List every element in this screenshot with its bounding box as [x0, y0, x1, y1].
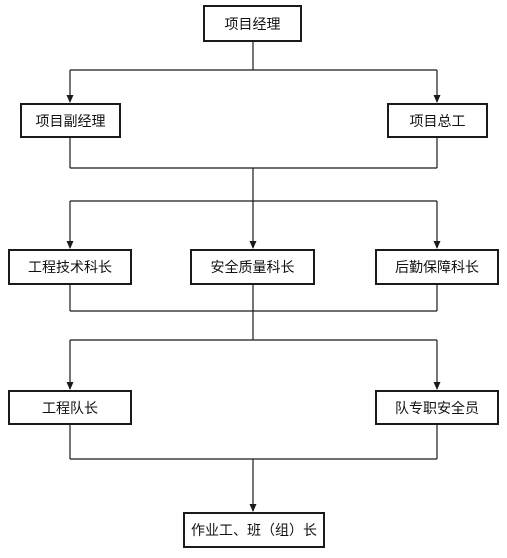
node-label: 安全质量科长: [210, 260, 295, 276]
node-team-safety-officer: 队专职安全员: [375, 390, 499, 425]
node-label: 工程技术科长: [28, 260, 112, 276]
node-logistics-chief: 后勤保障科长: [375, 249, 499, 285]
node-deputy-project-manager: 项目副经理: [20, 103, 121, 138]
node-label: 后勤保障科长: [395, 260, 479, 276]
node-label: 项目副经理: [35, 113, 106, 130]
node-label: 工程队长: [42, 400, 98, 417]
node-safety-quality-chief: 安全质量科长: [190, 249, 315, 285]
node-label: 项目总工: [409, 113, 466, 130]
node-label: 作业工、班（组）长: [191, 523, 317, 539]
node-label: 队专职安全员: [395, 400, 479, 417]
node-chief-engineer: 项目总工: [387, 103, 488, 138]
node-workers: 作业工、班（组）长: [183, 512, 325, 548]
node-engineering-tech-chief: 工程技术科长: [8, 249, 132, 285]
node-project-manager: 项目经理: [203, 5, 302, 42]
node-engineering-team-leader: 工程队长: [8, 390, 132, 425]
node-label: 项目经理: [224, 16, 281, 33]
